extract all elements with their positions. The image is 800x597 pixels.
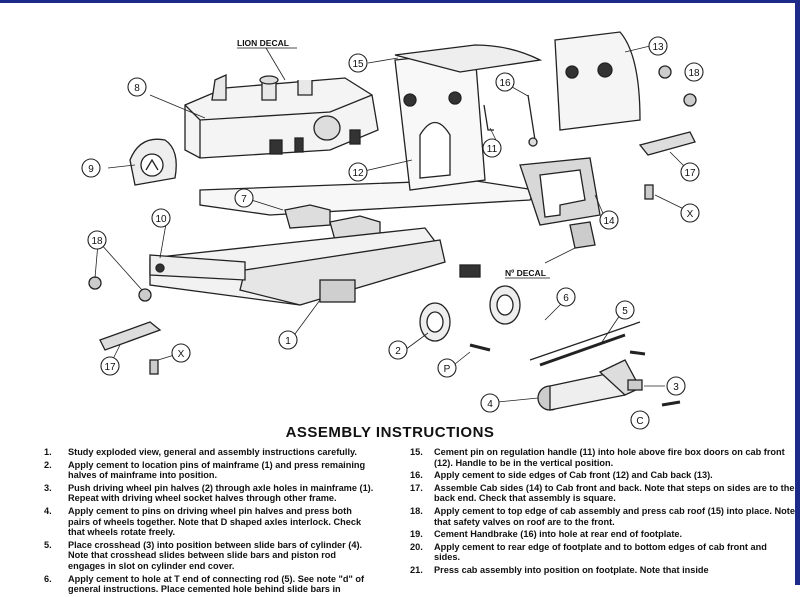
instruction-text: Assemble Cab sides (14) to Cab front and… [434,482,795,504]
callout-16: 16 [499,78,511,89]
decal-labels: LION DECAL Nº DECAL [237,38,550,279]
number-decal-label: Nº DECAL [505,268,546,278]
mainframe-part [149,227,481,306]
instruction-text: Apply cement to pins on driving wheel pi… [68,505,362,538]
instruction-item: 2. Apply cement to location pins of mainf… [44,460,374,481]
lion-decal-label: LION DECAL [237,38,289,48]
instruction-text: Apply cement to hole at T end of connect… [68,573,365,595]
cab-roof-part [394,44,543,73]
callout-7: 7 [241,194,247,205]
instruction-item: 1. Study exploded view, general and assem… [44,447,374,458]
instruction-text: Push driving wheel pin halves (2) throug… [68,482,374,504]
callout-8: 8 [134,83,140,94]
instruction-item: 3. Push driving wheel pin halves (2) thro… [44,483,374,504]
exploded-view-diagram: 8 9 15 12 13 14 11 16 10 7 17 X 18 17 X … [81,31,704,430]
cab-front-part [394,51,486,191]
instruction-text: Press cab assembly into position on foot… [434,564,709,575]
callout-circles [81,36,704,430]
callout-12: 12 [352,168,364,179]
instruction-number: 4. [44,505,52,516]
callout-x-left: X [178,349,185,360]
instruction-text: Cement pin on regulation handle (11) int… [434,447,785,468]
instruction-item: 5. Place crosshead (3) into position betw… [44,540,374,572]
callout-4: 4 [487,399,493,410]
instruction-item: 17. Assemble Cab sides (14) to Cab front … [410,483,795,504]
callout-17-left: 17 [104,362,116,373]
instruction-item: 16. Apply cement to side edges of Cab fro… [410,470,795,481]
top-border [0,0,800,3]
instruction-number: 19. [410,529,423,540]
cab-side-part [519,157,601,249]
instruction-number: 5. [44,539,52,550]
instruction-item: 4. Apply cement to pins on driving wheel … [44,506,374,538]
assembly-instructions-heading: ASSEMBLY INSTRUCTIONS [285,424,495,441]
callout-13: 13 [652,42,664,53]
smokebox-door-part [129,138,177,186]
boiler-part [184,73,379,159]
instruction-text: Apply cement to location pins of mainfra… [68,459,366,481]
instruction-number: 15. [410,447,423,457]
callout-17-right: 17 [684,168,696,179]
buffers-part [88,65,697,302]
instruction-item: 15. Cement pin on regulation handle (11) … [410,447,795,468]
instruction-number: 18. [410,505,423,516]
connecting-rod-part [529,321,641,367]
instruction-text: Apply cement to top edge of cab assembly… [434,505,795,527]
instruction-number: 16. [410,470,423,481]
instruction-item: 21. Press cab assembly into position on f… [410,565,795,576]
callout-3: 3 [673,382,679,393]
instruction-number: 21. [410,564,423,575]
instruction-item: 6. Apply cement to hole at T end of conne… [44,574,374,595]
cab-back-part [554,31,641,131]
instruction-text: Study exploded view, general and assembl… [68,447,357,457]
callout-14: 14 [603,216,615,227]
instruction-number: 2. [44,459,52,470]
callout-11: 11 [487,144,498,155]
callout-5: 5 [622,306,628,317]
instruction-text: Cement Handbrake (16) into hole at rear … [434,529,683,540]
callout-x-right: X [687,209,694,220]
coupling-pin-part [149,184,654,375]
instruction-number: 1. [44,447,52,457]
callout-1: 1 [285,336,291,347]
handbrake-part [527,94,538,147]
right-border [795,0,800,585]
callout-2: 2 [395,346,401,357]
regulator-handle-part [483,104,494,131]
instruction-number: 6. [44,573,52,584]
callout-numbers: 8 9 15 12 13 14 11 16 10 7 17 X 18 17 X … [88,42,700,427]
crosshead-part [469,343,681,407]
callout-p: P [444,364,451,375]
callout-10: 10 [155,214,167,225]
instruction-item: 19. Cement Handbrake (16) into hole at re… [410,529,795,540]
callout-6: 6 [563,293,569,304]
side-frame-part [149,254,246,281]
cylinder-part [537,359,641,411]
callout-18-left: 18 [91,236,103,247]
instruction-text: Apply cement to rear edge of footplate a… [434,541,767,563]
instruction-number: 3. [44,482,52,493]
callout-15: 15 [352,59,364,70]
instruction-number: 20. [410,541,423,552]
instruction-item: 20. Apply cement to rear edge of footplat… [410,542,795,563]
buffer-beam-blocks [284,204,381,241]
instruction-text: Place crosshead (3) into position betwee… [68,539,363,571]
coupling-part [99,131,696,351]
instruction-number: 17. [410,482,423,493]
instructions-column-left: 1. Study exploded view, general and assem… [44,447,374,597]
callout-c: C [636,416,643,427]
instruction-text: Apply cement to side edges of Cab front … [434,470,713,481]
instruction-item: 18. Apply cement to top edge of cab assem… [410,506,795,527]
callout-18-right: 18 [688,68,700,79]
callout-9: 9 [88,164,94,175]
instructions-column-right: 15. Cement pin on regulation handle (11) … [410,447,795,578]
driving-wheels-part [419,285,521,342]
